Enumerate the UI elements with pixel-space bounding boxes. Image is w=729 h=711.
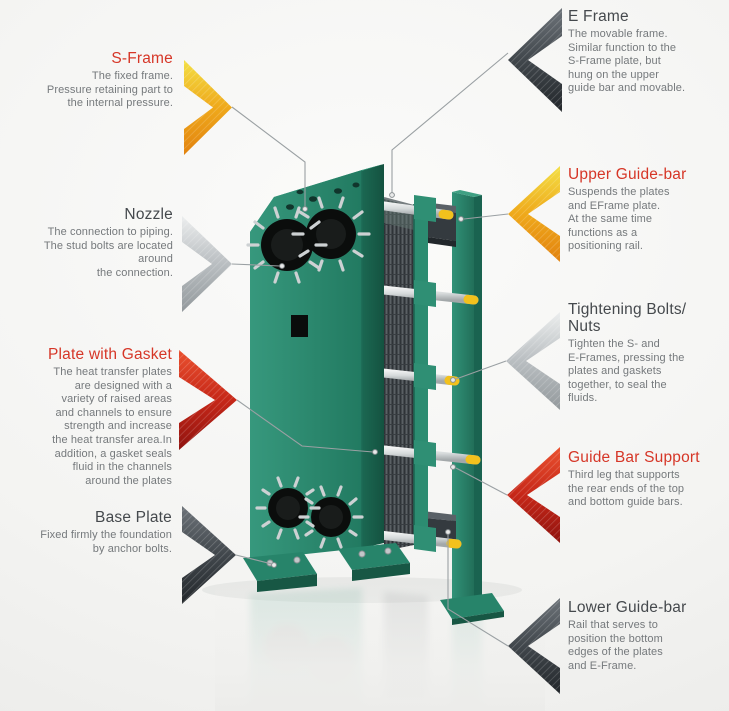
label-e-frame: E Frame The movable frame. Similar funct… bbox=[568, 8, 713, 96]
label-body-e-frame: The movable frame. Similar function to t… bbox=[568, 28, 686, 95]
label-title-nozzle: Nozzle bbox=[124, 206, 173, 223]
chevrons bbox=[179, 8, 562, 694]
chevron-nozzle-silver bbox=[182, 216, 232, 312]
bolt-lugs bbox=[414, 195, 436, 552]
label-plate-with-gasket: Plate with Gasket The heat transfer plat… bbox=[23, 346, 172, 488]
label-base-plate: Base Plate Fixed firmly the foundation b… bbox=[20, 509, 172, 556]
chevron-base-charcoal bbox=[182, 506, 236, 604]
label-title-upper-guide-bar: Upper Guide-bar bbox=[568, 166, 687, 183]
label-body-nozzle: The connection to piping. The stud bolts… bbox=[43, 226, 173, 279]
label-body-s-frame: The fixed frame. Pressure retaining part… bbox=[46, 70, 173, 110]
base-plate-feet bbox=[243, 543, 410, 592]
label-title-base-plate: Base Plate bbox=[95, 509, 172, 526]
guide-bar-support-column bbox=[440, 190, 504, 625]
leader-dots bbox=[271, 192, 464, 568]
label-upper-guide-bar: Upper Guide-bar Suspends the plates and … bbox=[568, 166, 718, 254]
label-body-tightening-bolts: Tighten the S- and E-Frames, pressing th… bbox=[568, 338, 685, 405]
leader-nozzle bbox=[231, 263, 281, 267]
leader-base-plate bbox=[235, 554, 273, 565]
label-s-frame: S-Frame The fixed frame. Pressure retain… bbox=[28, 50, 173, 111]
label-body-plate-with-gasket: The heat transfer plates are designed wi… bbox=[52, 366, 172, 487]
label-title-tightening-bolts: Tightening Bolts/ Nuts bbox=[568, 301, 687, 335]
label-body-upper-guide-bar: Suspends the plates and EFrame plate. At… bbox=[568, 186, 670, 253]
chevron-s-frame-orange bbox=[184, 60, 232, 155]
leader-lower-guide-bar bbox=[447, 534, 509, 647]
leader-upper-guide-bar bbox=[463, 213, 509, 220]
label-title-lower-guide-bar: Lower Guide-bar bbox=[568, 599, 687, 616]
label-title-plate-with-gasket: Plate with Gasket bbox=[47, 346, 172, 363]
chevron-guide-support-red bbox=[507, 447, 560, 543]
chevron-upper-guide-orange bbox=[508, 166, 560, 262]
frame-opening bbox=[291, 315, 308, 337]
label-guide-bar-support: Guide Bar Support Third leg that support… bbox=[568, 449, 723, 510]
stud-bolts bbox=[246, 196, 371, 549]
chevron-tightening-silver bbox=[506, 312, 560, 410]
label-body-guide-bar-support: Third leg that supports the rear ends of… bbox=[568, 469, 685, 509]
label-title-e-frame: E Frame bbox=[568, 8, 629, 25]
chevron-plate-red bbox=[179, 350, 237, 450]
leader-e-frame bbox=[391, 52, 509, 193]
support-foot bbox=[440, 593, 504, 619]
label-tightening-bolts: Tightening Bolts/ Nuts Tighten the S- an… bbox=[568, 301, 718, 406]
chevron-e-frame-charcoal bbox=[508, 8, 562, 112]
leader-lines bbox=[231, 52, 509, 647]
leader-s-frame bbox=[231, 106, 306, 207]
label-title-s-frame: S-Frame bbox=[111, 50, 173, 67]
label-nozzle: Nozzle The connection to piping. The stu… bbox=[28, 206, 173, 280]
label-lower-guide-bar: Lower Guide-bar Rail that serves to posi… bbox=[568, 599, 718, 673]
label-body-lower-guide-bar: Rail that serves to position the bottom … bbox=[568, 619, 663, 672]
leader-tightening-bolts bbox=[455, 360, 507, 380]
label-body-base-plate: Fixed firmly the foundation by anchor bo… bbox=[40, 529, 172, 555]
s-frame-plate bbox=[243, 164, 410, 592]
label-title-guide-bar-support: Guide Bar Support bbox=[568, 449, 700, 466]
leader-guide-bar-support bbox=[455, 467, 508, 496]
leader-plate-with-gasket bbox=[236, 399, 374, 453]
chevron-lower-guide-charcoal bbox=[508, 598, 560, 694]
